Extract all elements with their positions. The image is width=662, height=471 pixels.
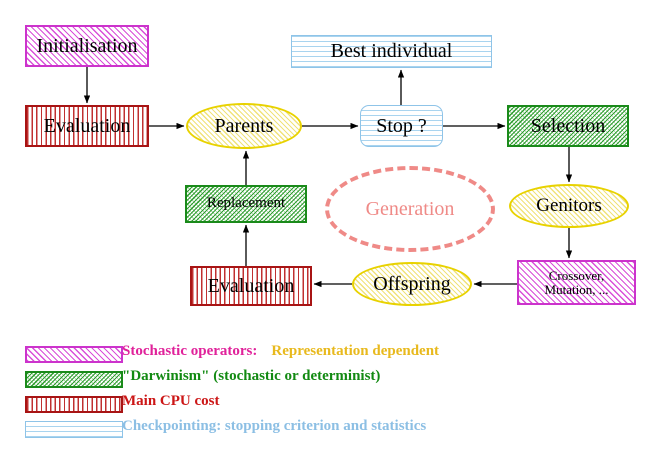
legend-label-checkpointing: Checkpointing: stopping criterion and st… <box>122 418 426 435</box>
node-label-evaluation_bot: Evaluation <box>207 274 295 297</box>
node-best_individual[interactable]: Best individual <box>291 35 492 68</box>
node-label-best_individual: Best individual <box>330 40 453 62</box>
node-label-stop: Stop ? <box>376 114 427 137</box>
node-label-replacement: Replacement <box>206 195 286 212</box>
legend-label-darwinism: "Darwinism" (stochastic or determinist) <box>122 368 380 385</box>
node-evaluation_top[interactable]: Evaluation <box>25 105 149 147</box>
node-genitors[interactable]: Genitors <box>509 184 629 228</box>
node-label-offspring: Offspring <box>373 272 451 295</box>
legend-label-text-checkpointing: Checkpointing: stopping criterion and st… <box>122 418 427 434</box>
node-label-genitors: Genitors <box>536 195 602 217</box>
node-label-initialisation: Initialisation <box>36 34 138 57</box>
legend-swatch-darwinism <box>25 371 123 388</box>
generation-label: Generation <box>365 197 455 220</box>
node-label-parents: Parents <box>214 114 274 137</box>
legend-label-extra-stochastic-operators: Representation dependent <box>271 343 440 359</box>
node-evaluation_bot[interactable]: Evaluation <box>190 266 312 306</box>
node-label-selection: Selection <box>530 114 606 137</box>
node-offspring[interactable]: Offspring <box>352 262 472 306</box>
node-selection[interactable]: Selection <box>507 105 629 147</box>
legend-swatch-main-cpu-cost <box>25 396 123 413</box>
node-crossover[interactable]: Crossover, Mutation, ... <box>517 260 636 305</box>
legend-swatch-stochastic-operators <box>25 346 123 363</box>
legend-label-text-stochastic-operators: Stochastic operators: <box>122 343 258 359</box>
legend-swatch-checkpointing <box>25 421 123 438</box>
node-label-evaluation_top: Evaluation <box>43 114 131 137</box>
legend-label-main-cpu-cost: Main CPU cost <box>122 393 220 410</box>
node-replacement[interactable]: Replacement <box>185 185 307 223</box>
legend-label-stochastic-operators: Stochastic operators: Representation depe… <box>122 343 439 360</box>
node-stop[interactable]: Stop ? <box>360 105 443 147</box>
generation-cycle-marker: Generation <box>325 166 495 252</box>
legend-label-text-main-cpu-cost: Main CPU cost <box>122 393 220 409</box>
legend-label-text-darwinism: "Darwinism" (stochastic or determinist) <box>122 368 381 384</box>
node-parents[interactable]: Parents <box>186 103 302 149</box>
node-initialisation[interactable]: Initialisation <box>25 25 149 67</box>
node-label-crossover: Crossover, Mutation, ... <box>544 267 609 297</box>
